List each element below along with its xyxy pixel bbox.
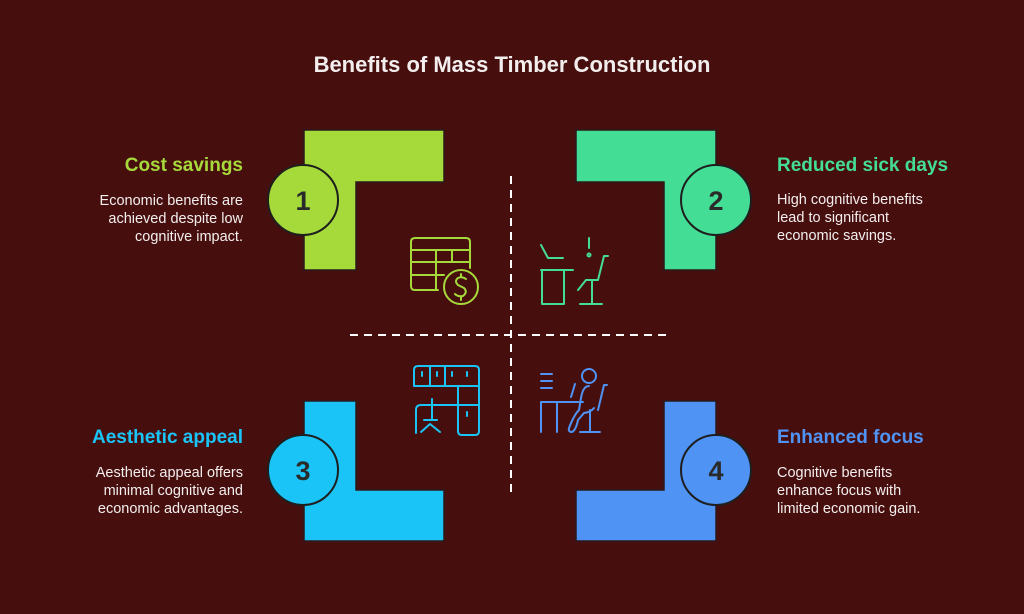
item-4-description-line: Cognitive benefits [777,465,893,481]
item-2-description: High cognitive benefits lead to signific… [777,191,923,245]
item-3-description: Aesthetic appeal offers minimal cognitiv… [96,464,243,518]
item-2-heading: Reduced sick days [777,155,949,176]
item-1-shape: 1 [267,129,445,271]
item-4-description: Cognitive benefits enhance focus with li… [777,464,920,518]
spreadsheet-dollar-icon [410,237,479,305]
item-4-number: 4 [708,456,723,486]
item-3-number: 3 [295,456,310,486]
item-1-description-line: cognitive impact. [135,229,243,245]
item-3-badge [267,434,339,506]
item-1-description: Economic benefits are achieved despite l… [100,192,243,246]
page-title: Benefits of Mass Timber Construction [313,52,711,77]
item-1-description-line: achieved despite low [108,211,243,227]
item-3-heading: Aesthetic appeal [92,427,243,448]
item-2-description-line: lead to significant [777,210,890,226]
item-2-number: 2 [708,186,723,216]
person-at-desk-icon [540,368,608,433]
empty-desk-alert-icon [540,237,609,305]
item-2-description-line: economic savings. [777,228,897,244]
office-cabinets-icon [413,365,480,436]
item-2-shape: 2 [575,129,752,271]
item-3-description-line: Aesthetic appeal offers [95,465,243,481]
item-1-description-line: Economic benefits are [99,193,243,209]
item-1-number: 1 [295,186,310,216]
item-3-shape: 3 [267,400,445,542]
item-1-badge [267,164,339,236]
item-4-description-line: limited economic gain. [777,501,921,517]
item-4-shape: 4 [575,400,752,542]
item-4-heading: Enhanced focus [777,427,924,448]
item-2-description-line: High cognitive benefits [777,192,923,208]
item-4-badge [680,434,752,506]
item-3-description-line: minimal cognitive and [103,483,243,499]
item-4-description-line: enhance focus with [777,483,902,499]
item-2-badge [680,164,752,236]
item-1-heading: Cost savings [124,155,243,176]
item-3-description-line: economic advantages. [97,501,243,517]
